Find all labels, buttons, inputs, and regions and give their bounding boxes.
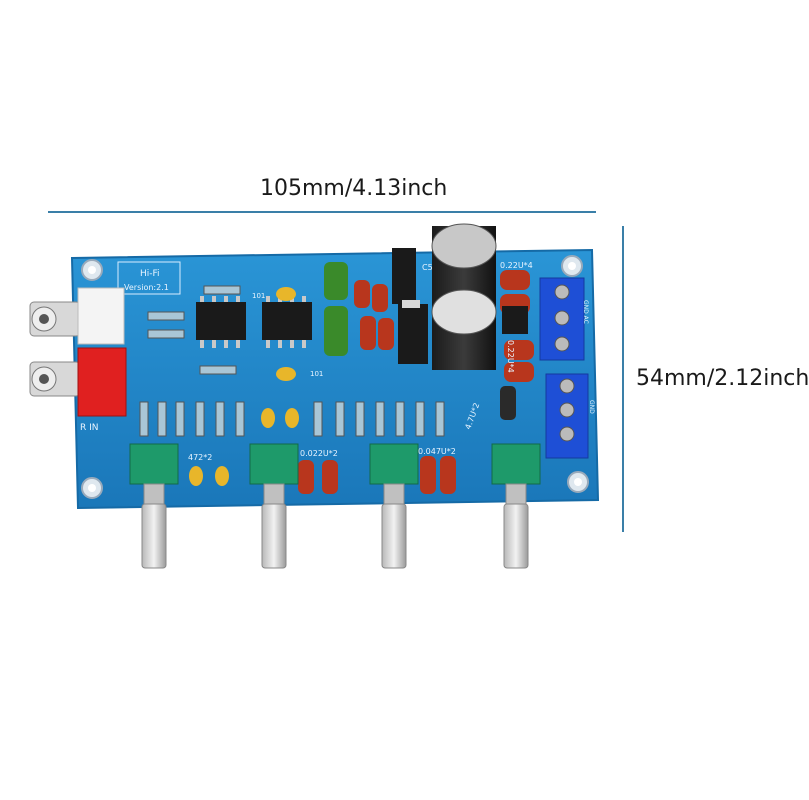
ic-label-2: 101 (310, 370, 323, 378)
opamp-ic-right (262, 296, 312, 348)
electrolytic-capacitor-large-2 (431, 289, 497, 370)
connector-label-gnd: GND (588, 400, 595, 414)
cap-label-472: 472*2 (188, 453, 212, 462)
electrolytic-capacitor-large-1 (431, 223, 497, 296)
width-dimension-line (48, 211, 596, 213)
electrolytic-label: C5 (422, 263, 433, 272)
cap-label-022-side: 0.22U*4 (506, 340, 515, 373)
height-dimension-label: 54mm/2.12inch (636, 366, 809, 391)
rectifier-bridge (502, 306, 528, 334)
cap-label-0022: 0.022U*2 (300, 449, 338, 458)
potentiometer-2 (249, 443, 299, 569)
cap-label-0047: 0.047U*2 (418, 447, 456, 456)
rca-jack-white (29, 287, 125, 345)
ic-label-1: 101 (252, 292, 265, 300)
potentiometer-3 (369, 443, 419, 569)
height-dimension-line (622, 226, 624, 532)
rca-jack-red (29, 347, 127, 417)
terminal-block-ac (539, 277, 585, 361)
potentiometer-1 (129, 443, 179, 569)
input-label: R IN (80, 423, 99, 433)
electrolytic-capacitors-small (324, 262, 516, 420)
terminal-block-gnd (545, 373, 589, 459)
voltage-regulators (392, 248, 428, 364)
connector-label-ac: GND AC (582, 300, 589, 324)
potentiometer-4 (491, 443, 541, 569)
ceramic-capacitors (189, 287, 299, 486)
resistors (139, 285, 445, 437)
width-dimension-label: 105mm/4.13inch (260, 176, 448, 201)
board-version: Version:2.1 (124, 283, 169, 292)
cap-label-022-top: 0.22U*4 (500, 261, 533, 270)
board-title: Hi-Fi (140, 269, 160, 279)
opamp-ic-left (196, 296, 246, 348)
mounting-holes (81, 255, 589, 499)
